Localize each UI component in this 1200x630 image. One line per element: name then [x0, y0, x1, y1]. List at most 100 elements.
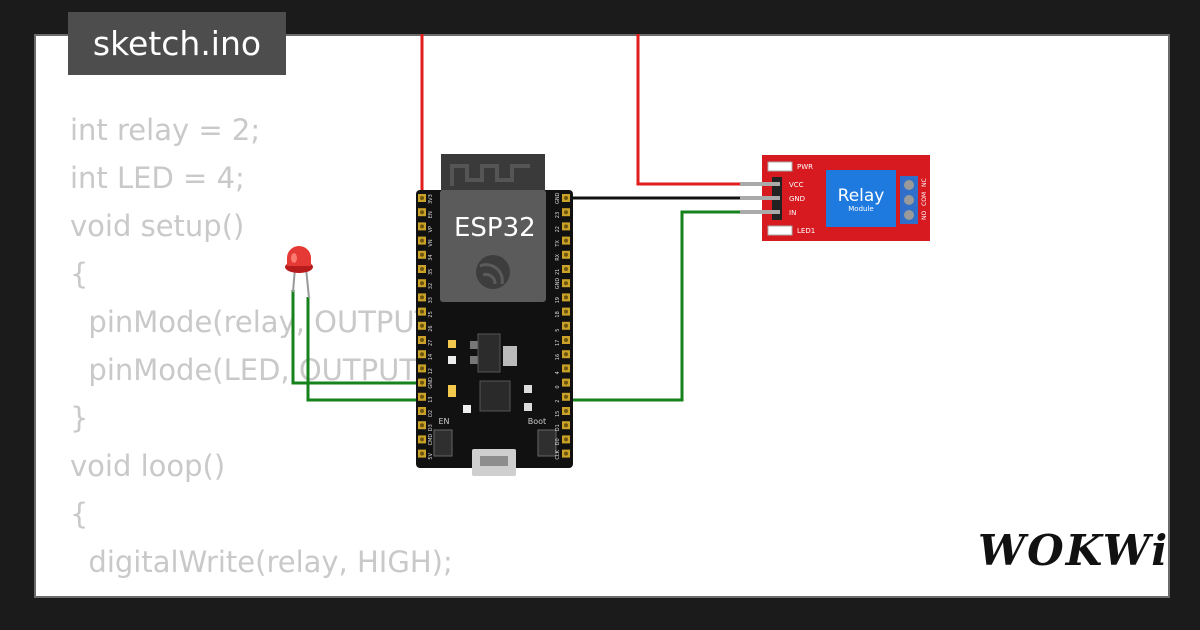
esp32-pin-label: 34	[428, 254, 434, 260]
terminal-com: COM	[921, 192, 928, 206]
file-tab[interactable]: sketch.ino	[68, 12, 286, 75]
terminal-nc: NC	[921, 178, 928, 187]
esp32-pin-label: RX	[555, 253, 561, 260]
relay-pin-vcc: VCC	[789, 181, 804, 189]
esp32-pin-hole	[420, 423, 424, 428]
esp32-pin-label: 35	[428, 269, 434, 275]
esp32-pin-hole	[564, 196, 568, 200]
esp32-pin-hole	[420, 352, 424, 357]
esp32-pin-label: TX	[555, 240, 561, 248]
esp32-pin-hole	[564, 423, 568, 428]
esp32-pin-label: 12	[428, 368, 434, 374]
relay-pin-in: IN	[789, 209, 796, 217]
esp32-pin-hole	[420, 238, 424, 243]
esp32-board[interactable]: ESP32 EN Boot 3V3ENVPVN34353233252627141…	[416, 154, 573, 476]
esp32-pin-label: 26	[428, 325, 434, 331]
esp32-pin-hole	[564, 252, 568, 257]
esp32-pin-hole	[420, 210, 424, 215]
terminal-no: NO	[921, 211, 928, 220]
code-line: }	[70, 401, 89, 435]
esp32-pin-label: 33	[428, 297, 434, 303]
esp32-pin-label: 5V	[428, 452, 434, 459]
code-background: int relay = 2; int LED = 4; void setup()…	[70, 106, 453, 596]
esp32-pin-label: 5	[555, 329, 561, 332]
esp32-pin-hole	[420, 409, 424, 413]
esp32-pin-hole	[564, 224, 568, 229]
esp32-pin-label: 17	[555, 340, 561, 346]
esp32-pin-hole	[420, 196, 424, 200]
en-button[interactable]	[433, 429, 453, 457]
esp32-pin-label: D0	[555, 438, 561, 445]
esp32-pin-label: 2	[555, 400, 561, 403]
esp32-pin-label: D2	[428, 410, 434, 417]
wokwi-logo: WOKWi	[978, 526, 1170, 575]
esp32-pin-label: CLK	[555, 449, 561, 459]
esp32-pin-hole	[420, 267, 424, 271]
esp32-pin-hole	[564, 309, 568, 314]
wires	[291, 34, 772, 402]
code-line: int LED = 4;	[70, 161, 245, 195]
editor-canvas: int relay = 2; int LED = 4; void setup()…	[34, 34, 1170, 598]
esp32-pin-hole	[420, 380, 424, 385]
esp32-pin-hole	[564, 451, 568, 456]
esp32-pin-hole	[564, 394, 568, 399]
en-button-label: EN	[438, 417, 449, 426]
esp32-pin-hole	[564, 210, 568, 215]
esp32-pin-label: VN	[428, 239, 434, 246]
esp32-pin-label: GND	[428, 377, 434, 389]
esp32-pin-hole	[564, 267, 568, 271]
esp32-pin-label: 27	[428, 340, 434, 346]
pwr-label: PWR	[797, 163, 813, 171]
relay-title: Relay	[838, 186, 885, 206]
relay-module[interactable]: PWR LED1 VCC GND IN Relay Module NO COM …	[740, 155, 930, 241]
code-line: void setup()	[70, 209, 245, 243]
code-line: {	[70, 257, 89, 291]
wire-led-green-2[interactable]	[291, 290, 424, 385]
code-line: int relay = 2;	[70, 113, 261, 147]
esp32-pin-label: CMD	[428, 434, 434, 446]
esp32-pin-hole	[564, 380, 568, 385]
esp32-pin-hole	[564, 238, 568, 243]
esp32-pin-label: VP	[428, 226, 434, 232]
esp32-pin-label: D1	[555, 424, 561, 431]
code-line: pinMode(LED, OUTPUT);	[88, 353, 439, 387]
esp32-pin-hole	[420, 309, 424, 314]
esp32-pin-hole	[420, 394, 424, 399]
esp32-pin-label: 19	[555, 297, 561, 303]
esp32-pin-hole	[564, 281, 568, 286]
esp32-pin-hole	[564, 352, 568, 357]
red-led[interactable]	[285, 246, 313, 299]
esp32-pin-hole	[564, 323, 568, 328]
smd-components	[448, 333, 532, 413]
esp32-pin-label: 14	[428, 354, 434, 360]
esp32-pin-label: 0	[555, 385, 561, 388]
wire-led-green[interactable]	[306, 297, 416, 402]
esp32-label: ESP32	[454, 213, 536, 243]
relay-subtitle: Module	[848, 205, 873, 213]
esp32-pin-hole	[420, 295, 424, 300]
relay-pin-gnd: GND	[789, 195, 805, 203]
esp32-pin-hole	[420, 366, 424, 371]
code-line: digitalWrite(LED, HIGH);	[70, 593, 437, 596]
esp32-pin-label: 22	[555, 226, 561, 232]
espressif-logo-icon	[476, 255, 510, 289]
left-pin-header: 3V3ENVPVN343532332526271412GND13D2D3CMD5…	[418, 194, 434, 460]
esp32-pin-hole	[564, 366, 568, 371]
esp32-pin-hole	[420, 224, 424, 229]
code-line: {	[70, 497, 89, 531]
esp32-pin-hole	[564, 338, 568, 342]
esp32-pin-label: 23	[555, 212, 561, 218]
wire-vcc-red[interactable]	[636, 34, 772, 186]
boot-button[interactable]	[537, 429, 557, 457]
esp32-pin-label: 32	[428, 283, 434, 289]
esp32-pin-label: D3	[428, 424, 434, 431]
esp32-pin-label: 16	[555, 354, 561, 360]
esp32-pin-label: 18	[555, 311, 561, 317]
esp32-pin-label: 15	[555, 411, 561, 417]
esp32-pin-hole	[420, 281, 424, 286]
esp32-pin-label: GND	[555, 278, 561, 290]
code-line: void loop()	[70, 449, 226, 483]
boot-button-label: Boot	[528, 417, 546, 426]
